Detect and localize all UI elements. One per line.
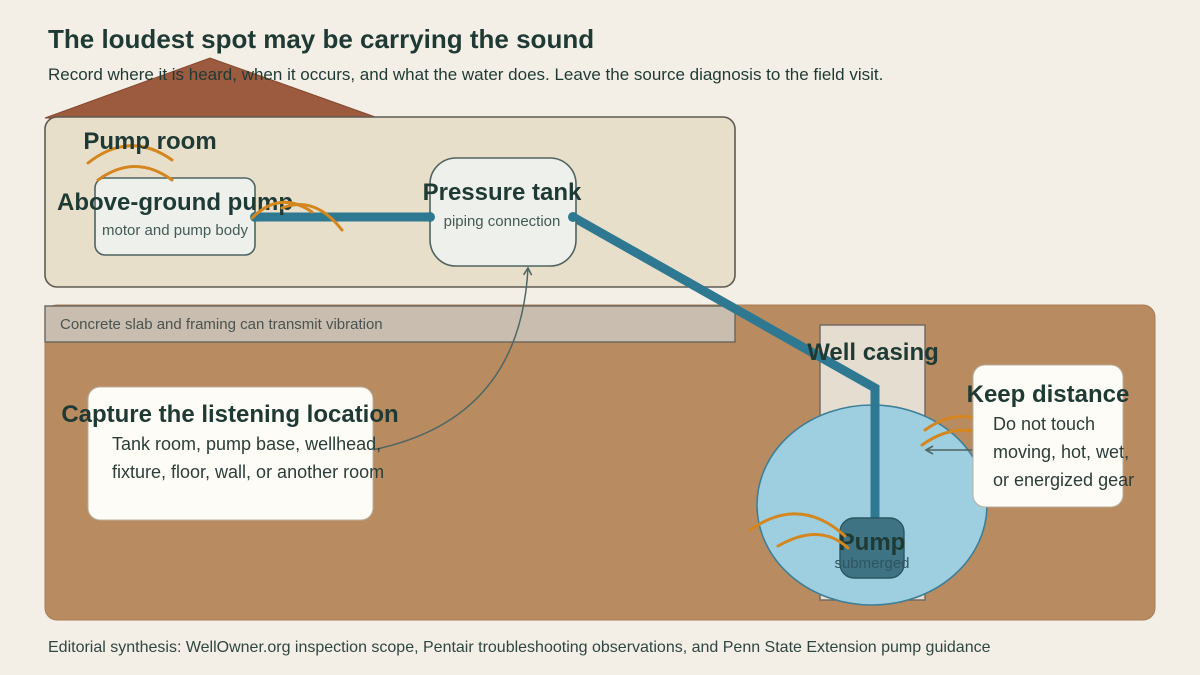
footer-credit: Editorial synthesis: WellOwner.org inspe… [48,639,991,656]
page-subtitle: Record where it is heard, when it occurs… [48,65,883,84]
listening-card [87,386,374,521]
listening-card-line-1: Tank room, pump base, wellhead, [112,434,381,454]
pipe-joint-tank-left [425,212,435,222]
sound-wave-pump-room [86,144,174,182]
slab-note: Concrete slab and framing can transmit v… [60,316,383,333]
sound-wave-submerged-pump [748,512,850,550]
sound-wave-above-ground-pump [250,200,344,232]
pressure-tank-note: piping connection [444,213,561,230]
listening-card-title: Capture the listening location [61,401,398,428]
above-ground-pump-label: Above-ground pump [57,189,293,216]
page-title: The loudest spot may be carrying the sou… [48,24,594,54]
submerged-pump-label: Pump [839,529,906,556]
safety-card-title: Keep distance [967,381,1130,408]
pump-room-label: Pump room [83,128,216,155]
pressure-tank-box [429,157,577,267]
safety-card-line-1: Do not touch [993,414,1095,434]
pipe-tank-to-well [568,212,880,527]
listening-card-line-2: fixture, floor, wall, or another room [112,462,384,482]
safety-card-line-3: or energized gear [993,470,1134,490]
submerged-pump-box [839,517,905,579]
safety-card [972,364,1124,508]
concrete-slab [44,305,736,343]
safety-card-line-2: moving, hot, wet, [993,442,1129,462]
well-casing-label: Well casing [807,339,939,366]
submerged-pump-note: submerged [834,555,909,572]
above-ground-pump-note: motor and pump body [102,222,248,239]
pressure-tank-label: Pressure tank [423,179,582,206]
arrow-listening-to-tank [371,266,533,451]
pipe-joint-tank-right [568,212,578,222]
